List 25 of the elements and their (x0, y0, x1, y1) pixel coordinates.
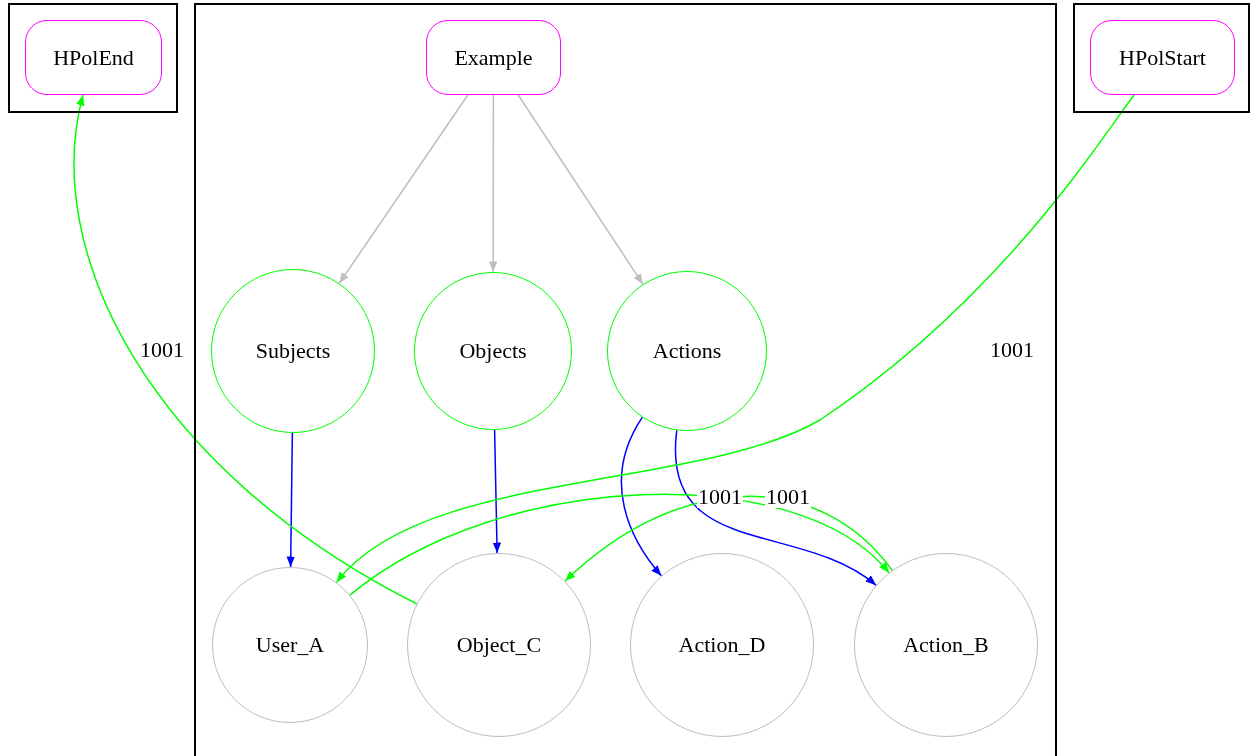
arrow (488, 94, 498, 273)
node-label: Action_B (903, 632, 989, 658)
node-label: Example (454, 44, 533, 71)
arrow (517, 94, 644, 285)
arrow (286, 432, 295, 568)
node-label: HPolEnd (53, 44, 134, 71)
arrow (335, 94, 1135, 584)
node-label: Actions (652, 338, 722, 364)
arrow (349, 494, 890, 596)
arrow (338, 94, 469, 285)
arrow (674, 429, 877, 586)
cluster-frame (8, 3, 178, 113)
rounded-box (25, 20, 162, 95)
cluster-frame (1073, 3, 1250, 113)
node-label: Objects (459, 338, 527, 364)
node-label: Object_C (456, 632, 542, 658)
node-label: User_A (255, 632, 325, 658)
node-label: Action_D (678, 632, 766, 658)
node-label: Subjects (255, 338, 331, 364)
node-label: HPolStart (1119, 44, 1206, 71)
arrow (73, 94, 418, 605)
arrow (492, 429, 502, 554)
arrow (620, 416, 663, 577)
rounded-box (426, 20, 561, 95)
rounded-box (1090, 20, 1235, 95)
